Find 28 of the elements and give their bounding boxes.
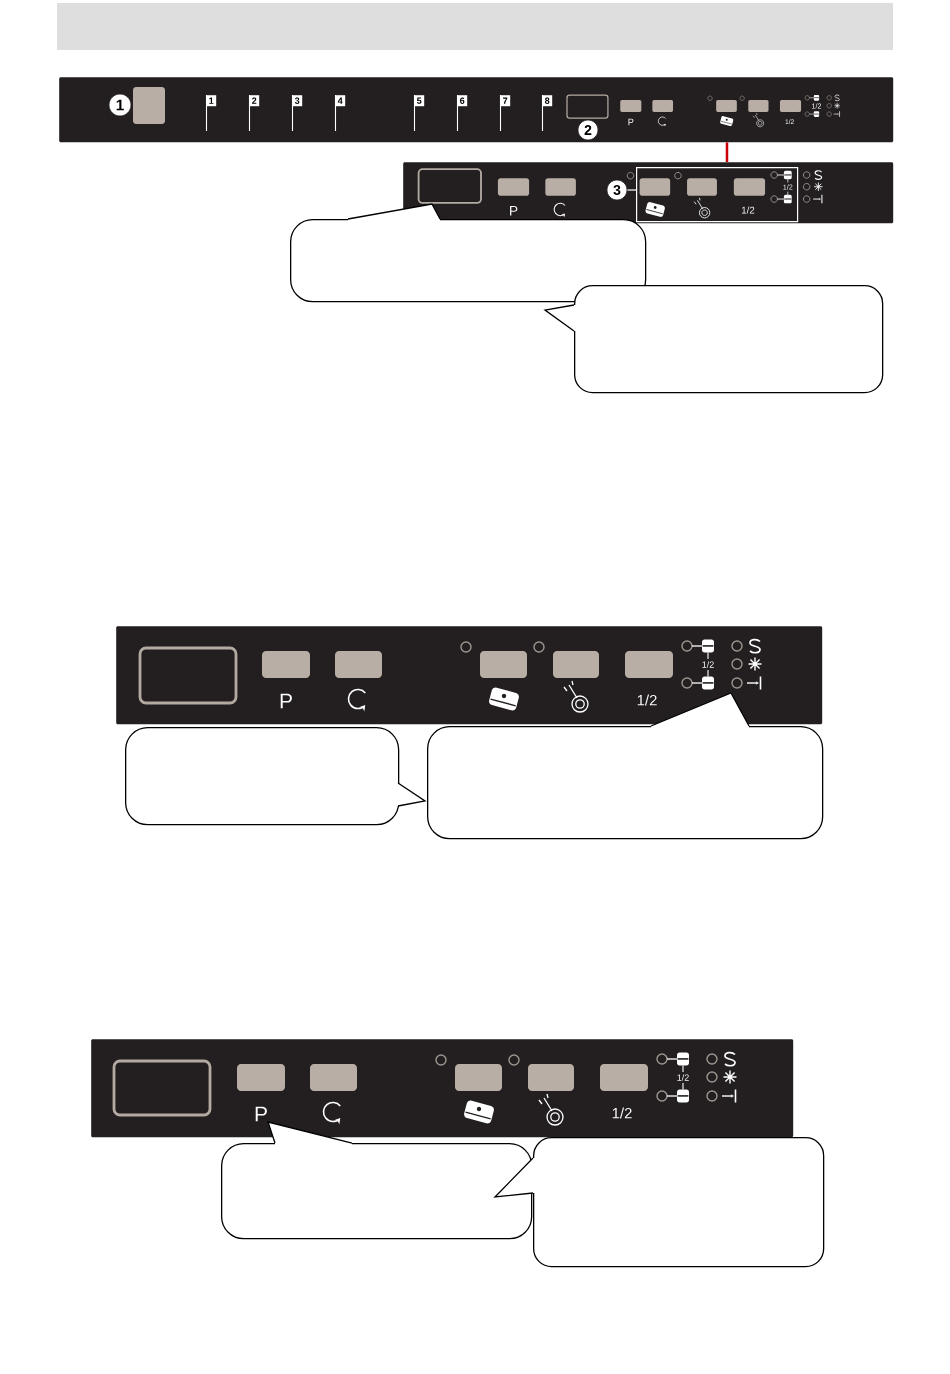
callout-number: 1 (108, 93, 132, 117)
callout-number: 3 (606, 179, 628, 201)
program-flag: 5 (413, 94, 425, 132)
program-flag: 2 (248, 94, 260, 132)
program-flag: 3 (291, 94, 303, 132)
speech-bubble (290, 203, 647, 303)
indicator-label: 1/2 (702, 661, 714, 668)
button-label: P (628, 118, 634, 126)
speech-bubble (427, 692, 824, 840)
speech-bubble (543, 285, 884, 394)
connector-line (725, 142, 729, 162)
program-flag: 8 (541, 94, 553, 132)
speech-bubble (125, 727, 427, 826)
indicator-label: 1/2 (677, 1074, 689, 1081)
button-label: P (510, 206, 518, 216)
button-label: P (255, 1106, 267, 1122)
program-flag: 7 (499, 94, 511, 132)
button-label: 1/2 (612, 1107, 632, 1119)
program-flag: 6 (456, 94, 468, 132)
program-flag: 1 (205, 94, 217, 132)
program-flag: 4 (334, 94, 346, 132)
button-label: P (280, 693, 292, 709)
button-label: 1/2 (741, 206, 755, 214)
speech-bubble (221, 1121, 533, 1240)
button-label: 1/2 (637, 694, 657, 706)
leader-line (626, 189, 637, 191)
speech-bubble (493, 1137, 825, 1268)
callout-number: 2 (577, 119, 599, 141)
